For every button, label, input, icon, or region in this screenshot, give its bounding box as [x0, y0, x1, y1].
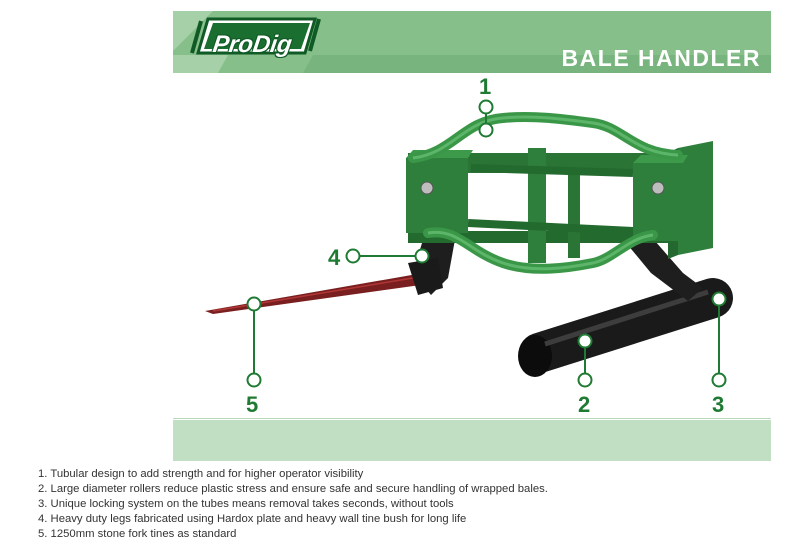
logo: ProDig: [211, 31, 294, 58]
page-title: BALE HANDLER: [561, 45, 761, 71]
callout-1-label: 1: [479, 74, 492, 99]
callout-5-marker: [246, 296, 262, 312]
roller-image: [518, 278, 733, 377]
callout-2-marker: [577, 333, 593, 349]
callout-3-marker: [711, 291, 727, 307]
divider: [173, 418, 771, 419]
banner-stripes: [173, 11, 771, 73]
feature-item: 4. Heavy duty legs fabricated using Hard…: [38, 513, 467, 525]
header-banner: ProDig BALE HANDLER: [173, 11, 771, 73]
feature-item: 3. Unique locking system on the tubes me…: [38, 498, 454, 510]
callout-4-marker: [345, 248, 361, 264]
feature-item: 2. Large diameter rollers reduce plastic…: [38, 483, 548, 495]
bale-handler-illustration: [205, 99, 733, 388]
callout-4-label: 4: [328, 245, 341, 270]
callout-2-label: 2: [578, 392, 591, 417]
mounting-plate-image: [678, 141, 713, 255]
feature-item: 1. Tubular design to add strength and fo…: [38, 468, 364, 480]
feature-item: 5. 1250mm stone fork tines as standard: [38, 528, 237, 540]
logo-badge: [190, 17, 321, 55]
footer-band: [173, 420, 771, 461]
callout-5-label: 5: [246, 392, 259, 417]
callout-3-label: 3: [712, 392, 725, 417]
feature-list: 1. Tubular design to add strength and fo…: [38, 467, 548, 542]
right-leg-image: [618, 233, 703, 301]
callout-1-marker: [478, 99, 494, 115]
